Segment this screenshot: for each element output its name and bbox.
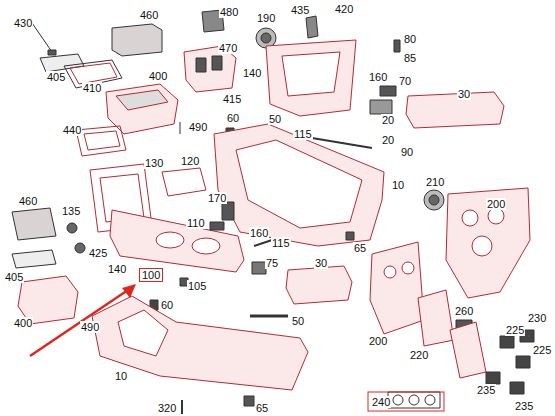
callout-number: 160 — [368, 71, 388, 83]
callout-number: 20 — [381, 134, 395, 146]
callout-number: 20 — [381, 114, 395, 126]
callout-number: 200 — [486, 198, 506, 210]
callout-number: 130 — [144, 157, 164, 169]
callout-number: 260 — [454, 305, 474, 317]
callout-number: 410 — [82, 82, 102, 94]
callout-number: 490 — [188, 121, 208, 133]
callout-number: 490 — [80, 321, 100, 333]
callout-number: 10 — [391, 179, 405, 191]
callout-number: 50 — [291, 315, 305, 327]
callout-number: 140 — [107, 263, 127, 275]
callout-number: 70 — [398, 75, 412, 87]
callout-number: 50 — [268, 113, 282, 125]
callout-number: 65 — [255, 402, 269, 414]
callout-number: 400 — [148, 70, 168, 82]
callout-number: 320 — [157, 402, 177, 414]
callout-number: 405 — [46, 71, 66, 83]
callout-number: 30 — [314, 257, 328, 269]
callout-number: 80 — [403, 33, 417, 45]
highlighted-callout: 100 — [139, 268, 163, 282]
callout-number: 430 — [13, 17, 33, 29]
callout-number: 190 — [256, 12, 276, 24]
callout-number: 110 — [186, 217, 206, 229]
callout-number: 60 — [160, 299, 174, 311]
callout-number: 235 — [514, 400, 534, 412]
callout-number: 120 — [180, 155, 200, 167]
callout-number: 115 — [271, 237, 291, 249]
callout-number: 65 — [353, 242, 367, 254]
callout-number: 140 — [242, 67, 262, 79]
callout-number: 415 — [222, 93, 242, 105]
callout-number: 405 — [4, 271, 24, 283]
callout-number: 440 — [62, 124, 82, 136]
callout-number: 10 — [114, 370, 128, 382]
callout-number: 135 — [61, 205, 81, 217]
callout-number: 460 — [139, 9, 159, 21]
callout-number: 100 — [142, 269, 160, 281]
callout-number: 210 — [425, 176, 445, 188]
callout-number: 160 — [249, 227, 269, 239]
callout-number: 170 — [207, 192, 227, 204]
callout-number: 90 — [400, 146, 414, 158]
callout-number: 60 — [226, 112, 240, 124]
callout-number: 225 — [532, 344, 552, 356]
callout-number: 235 — [476, 384, 496, 396]
callout-number: 230 — [527, 312, 547, 324]
callout-number: 75 — [265, 257, 279, 269]
callout-number: 420 — [334, 3, 354, 15]
callout-number: 225 — [505, 324, 525, 336]
callout-number: 435 — [290, 4, 310, 16]
callout-number: 200 — [368, 335, 388, 347]
callout-number: 460 — [18, 195, 38, 207]
callout-number: 115 — [293, 128, 313, 140]
callout-number: 85 — [403, 52, 417, 64]
callout-number: 400 — [13, 317, 33, 329]
callout-number: 470 — [218, 42, 238, 54]
callout-number: 240 — [371, 396, 391, 408]
callout-number: 30 — [457, 88, 471, 100]
callout-number: 425 — [88, 247, 108, 259]
callout-number: 105 — [187, 280, 207, 292]
callout-number: 220 — [409, 349, 429, 361]
callout-number: 480 — [219, 6, 239, 18]
